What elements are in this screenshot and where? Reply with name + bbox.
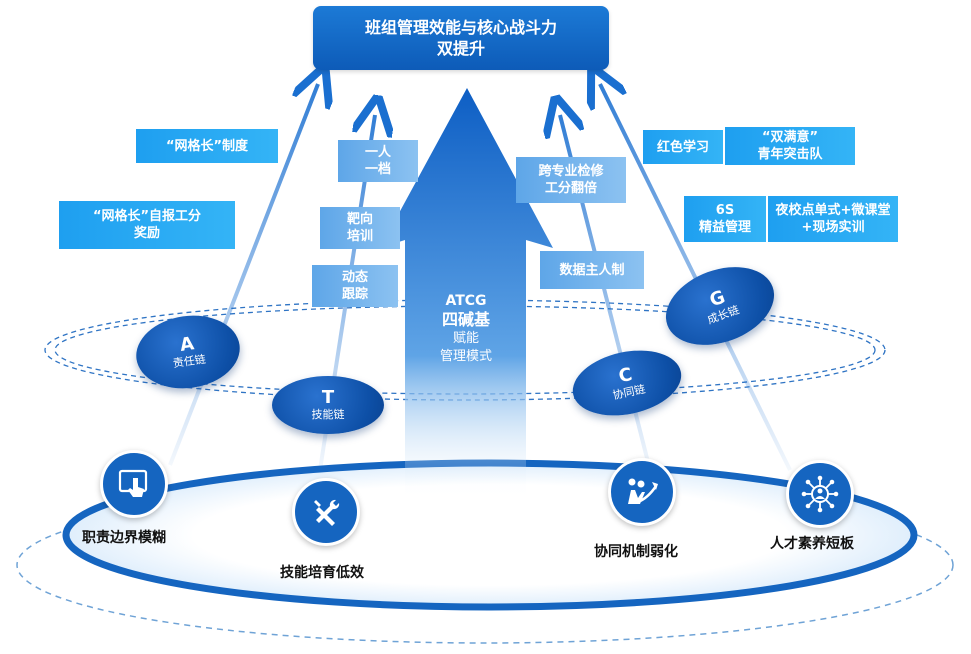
measure-youth-commando: “双满意” 青年突击队 [725,127,855,165]
touch-tablet-icon [100,450,168,518]
chain-t-label: 技能链 [311,408,345,421]
teamwork-icon [608,458,676,526]
measure-cross-discipline: 跨专业检修 工分翻倍 [516,157,626,203]
measure-data-owner: 数据主人制 [540,251,644,289]
chain-g-label: 成长链 [705,303,741,327]
measure-red-study: 红色学习 [643,130,723,164]
goal-title-line1: 班组管理效能与核心战斗力 [364,18,557,37]
middle-dashed-ring [44,299,886,401]
measure-grid-reward: “网格长”自报工分 奖励 [59,201,235,249]
measure-night-school: 夜校点单式+微课堂 +现场实训 [768,196,898,242]
measure-targeted-training: 靶向 培训 [320,207,400,249]
goal-title-box: 班组管理效能与核心战斗力 双提升 [313,6,609,70]
chain-c-label: 协同链 [611,382,647,403]
chain-a-label: 责任链 [172,352,207,371]
ray-a [168,84,318,466]
measure-dynamic-tracking: 动态 跟踪 [312,265,398,307]
central-arrow-label: ATCG 四碱基 赋能 管理模式 [418,292,514,366]
chain-node-t: T 技能链 [272,376,384,434]
chain-a-letter: A [178,333,196,356]
pain-point-inefficient-training: 技能培育低效 [280,565,364,581]
goal-title-line2: 双提升 [436,39,485,58]
pain-point-talent-shortfall: 人才素养短板 [770,536,854,552]
measure-grid-system: “网格长”制度 [136,129,278,163]
measure-one-person-file: 一人 一档 [338,140,418,182]
arrow-text-mode: 管理模式 [439,349,492,364]
pain-point-unclear-duties: 职责边界模糊 [82,530,166,546]
tools-icon [292,478,360,546]
arrow-text-atcg: ATCG [445,293,487,309]
arrow-text-bases: 四碱基 [441,310,490,329]
central-arrow [380,88,553,500]
pain-point-weak-collaboration: 协同机制弱化 [594,544,678,560]
talent-network-icon [786,460,854,528]
measure-6s-lean: 6S 精益管理 [684,196,766,242]
chain-t-letter: T [321,387,335,408]
arrow-text-empower: 赋能 [452,331,479,346]
